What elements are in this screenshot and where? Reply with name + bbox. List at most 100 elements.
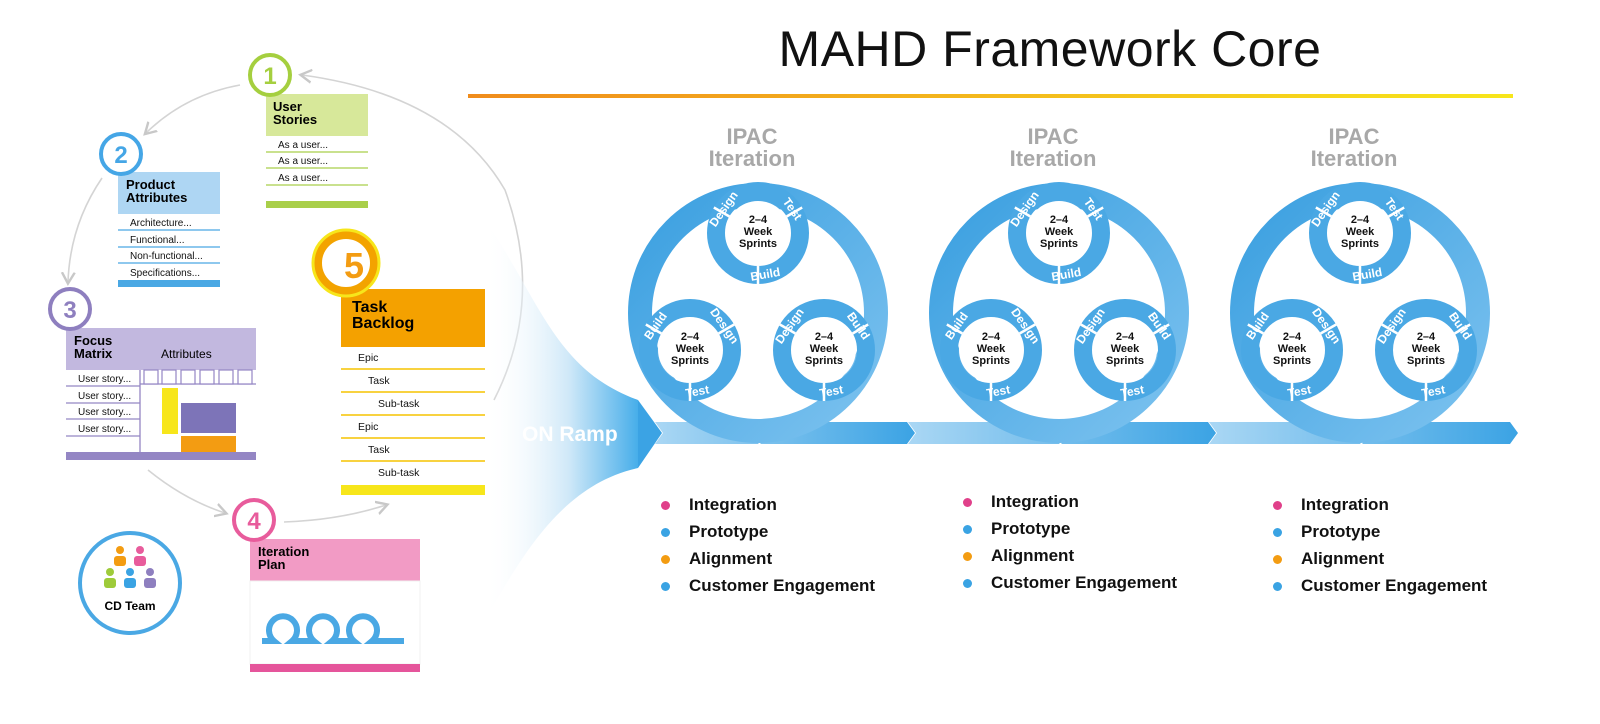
- sprint-text: 2–4: [1116, 331, 1135, 343]
- sprint-text: 2–4: [815, 331, 834, 343]
- step-number-badge: [99, 132, 143, 176]
- step-number: 2: [114, 142, 127, 169]
- list-item: As a user...: [278, 140, 328, 151]
- step-title: Plan: [258, 557, 286, 572]
- step-number: 1: [263, 63, 276, 90]
- sprint-text: 2–4: [1283, 331, 1302, 343]
- cd-team: CD Team: [78, 531, 182, 635]
- team-people-icon: [104, 546, 156, 588]
- bullet-text: Customer Engagement: [1301, 576, 1488, 595]
- bullet-text: Customer Engagement: [689, 576, 876, 595]
- bullet-item: Prototype: [661, 521, 875, 548]
- iteration-title: Iteration: [1010, 146, 1097, 171]
- bullet-item: Prototype: [963, 518, 1177, 545]
- sprint-text: 2–4: [982, 331, 1001, 343]
- bullet-item: Customer Engagement: [661, 575, 875, 602]
- sprint-text: Week: [1111, 343, 1140, 355]
- bullet-text: Customer Engagement: [991, 573, 1178, 592]
- on-ramp-arrowhead: [638, 400, 662, 468]
- bullet-dot-icon: [1273, 555, 1282, 564]
- step-number-badge: [48, 287, 92, 331]
- sprint-text: 2–4: [749, 214, 768, 226]
- list-item: Sub-task: [378, 398, 420, 410]
- sprint-text: Sprints: [972, 355, 1010, 367]
- page-title: MAHD Framework Core: [778, 21, 1322, 77]
- step-number-badge: [314, 231, 378, 295]
- list-item: Epic: [358, 352, 378, 364]
- bullet-item: Prototype: [1273, 521, 1487, 548]
- bullet-item: Alignment: [661, 548, 875, 575]
- sprint-text: Week: [744, 226, 773, 238]
- phase-label: Build: [1351, 265, 1383, 284]
- bullet-dot-icon: [1273, 528, 1282, 537]
- step-product-attributes: Product Attributes Architecture... Funct…: [99, 132, 220, 287]
- bullet-item: Customer Engagement: [1273, 575, 1487, 602]
- bullet-item: Integration: [963, 491, 1177, 518]
- iteration-title: IPAC: [1028, 124, 1079, 149]
- sprint-text: Sprints: [805, 355, 843, 367]
- list-item: As a user...: [278, 156, 328, 167]
- bullet-dot-icon: [963, 525, 972, 534]
- on-ramp-label: ON Ramp: [522, 423, 618, 446]
- bullet-item: Integration: [1273, 494, 1487, 521]
- list-item: User story...: [78, 391, 131, 402]
- sprint-text: 2–4: [1050, 214, 1069, 226]
- bullet-dot-icon: [661, 555, 670, 564]
- bullet-item: Alignment: [1273, 548, 1487, 575]
- bullet-dot-icon: [661, 582, 670, 591]
- iteration-title: Iteration: [709, 146, 796, 171]
- bullet-text: Alignment: [1301, 549, 1385, 568]
- bullet-dot-icon: [661, 528, 670, 537]
- bullet-dot-icon: [963, 579, 972, 588]
- bullet-item: Customer Engagement: [963, 572, 1177, 599]
- list-item: Functional...: [130, 235, 184, 246]
- step-focus-matrix: Focus Matrix Attributes User story... Us…: [48, 287, 256, 460]
- column-header: Attributes: [161, 347, 212, 361]
- sprint-text: Week: [977, 343, 1006, 355]
- step-title: Matrix: [74, 346, 113, 361]
- step-title: User: [273, 99, 302, 114]
- sprint-text: 2–4: [681, 331, 700, 343]
- list-item: As a user...: [278, 173, 328, 184]
- step-number-badge: [232, 498, 276, 542]
- bullet-item: Alignment: [963, 545, 1177, 572]
- phase-label: Build: [1050, 265, 1082, 284]
- step-title: Stories: [273, 112, 317, 127]
- on-ramp-funnel: [485, 220, 638, 620]
- iteration-title: IPAC: [727, 124, 778, 149]
- sprint-text: Sprints: [1341, 238, 1379, 250]
- bullet-text: Integration: [991, 492, 1079, 511]
- sprint-text: Week: [810, 343, 839, 355]
- bullet-dot-icon: [1273, 501, 1282, 510]
- list-item: Specifications...: [130, 268, 200, 279]
- bullet-text: Prototype: [689, 522, 769, 541]
- list-item: Task: [368, 444, 390, 456]
- sprint-text: Sprints: [671, 355, 709, 367]
- sprint-text: Week: [1412, 343, 1441, 355]
- bullet-dot-icon: [661, 501, 670, 510]
- sprint-text: Week: [1045, 226, 1074, 238]
- bullet-text: Integration: [689, 495, 777, 514]
- bullet-item: Integration: [661, 494, 875, 521]
- sprint-text: Sprints: [1273, 355, 1311, 367]
- sprint-text: Week: [676, 343, 705, 355]
- step-title: Task: [352, 299, 387, 316]
- step-title: Focus: [74, 333, 112, 348]
- step-title: Product: [126, 177, 176, 192]
